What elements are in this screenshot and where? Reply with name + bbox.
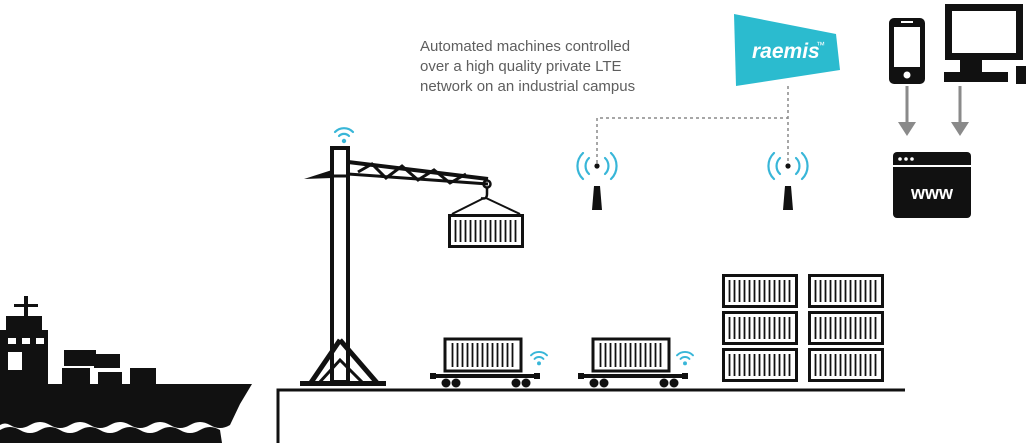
raemis-logo: raemis ™ (734, 14, 840, 86)
network-links (596, 86, 789, 163)
browser-window-icon: www (893, 152, 971, 218)
browser-text: www (910, 183, 954, 203)
caption-line-2: over a high quality private LTE (420, 58, 622, 75)
rail-car-1 (430, 337, 549, 389)
container-stack (722, 274, 884, 382)
desktop-icon (944, 4, 1026, 84)
quay-ground (276, 388, 905, 443)
ship-icon (0, 296, 252, 443)
logo-trademark: ™ (816, 40, 825, 50)
phone-icon (889, 18, 925, 84)
logo-text: raemis (752, 40, 820, 63)
crane-icon (300, 127, 524, 386)
caption-line-3: network on an industrial campus (420, 78, 636, 95)
diagram-caption: Automated machines controlled over a hig… (420, 37, 680, 97)
caption-line-1: Automated machines controlled (420, 38, 631, 55)
arrow-icon (898, 86, 969, 136)
antenna-icon (767, 152, 809, 212)
rail-car-2 (578, 337, 695, 389)
